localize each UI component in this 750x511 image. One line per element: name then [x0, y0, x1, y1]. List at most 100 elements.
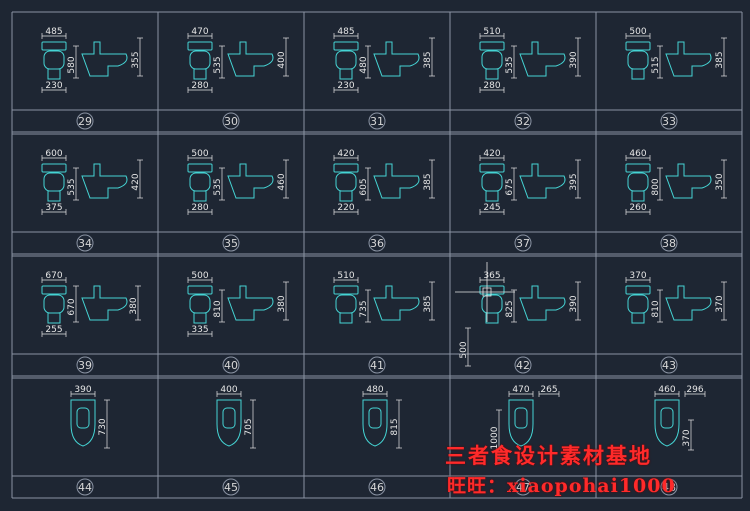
- urinal-basin: [368, 407, 382, 429]
- urinal-basin: [660, 407, 674, 429]
- drawing-number-label: 35: [224, 237, 238, 250]
- dimension-label: 370: [682, 429, 692, 446]
- drawing-number-circle: [368, 478, 386, 496]
- urinal-basin: [222, 407, 236, 429]
- dimension-label: 800: [651, 178, 661, 195]
- tank-front-view: [625, 285, 651, 295]
- toilet-side-view: [519, 163, 566, 199]
- drawing-number-circle: [222, 478, 240, 496]
- drawing-number-label: 47: [516, 481, 530, 494]
- dimension-label: 296: [686, 385, 703, 395]
- dimension-label: 510: [337, 271, 354, 281]
- pedestal-front-view: [485, 68, 499, 80]
- urinal-basin: [76, 407, 90, 429]
- dimension-label: 390: [569, 51, 579, 68]
- dimension-label: 260: [629, 203, 646, 213]
- dimension-label: 815: [390, 418, 400, 435]
- tank-front-view: [41, 163, 67, 173]
- drawing-number-circle: [76, 234, 94, 252]
- dimension-label: 470: [191, 27, 208, 37]
- dimension-label: 355: [131, 51, 141, 68]
- drawing-grid: [11, 11, 743, 499]
- toilet-side-view: [665, 285, 712, 321]
- dimension-label: 535: [505, 56, 515, 73]
- tank-front-view: [41, 285, 67, 295]
- urinal-front-view: [362, 399, 388, 447]
- dimension-label: 500: [191, 149, 208, 159]
- bowl-front-view: [481, 50, 503, 70]
- dimension-label: 390: [74, 385, 91, 395]
- toilet-side-view: [227, 163, 274, 199]
- drawing-number-label: 37: [516, 237, 530, 250]
- drawing-number-circle: [514, 234, 532, 252]
- dimension-label: 810: [213, 300, 223, 317]
- dimension-label: 460: [658, 385, 675, 395]
- dimension-label: 670: [45, 271, 62, 281]
- drawing-number-circle: [76, 478, 94, 496]
- drawing-number-label: 39: [78, 359, 92, 372]
- tank-front-view: [187, 41, 213, 51]
- pedestal-front-view: [485, 312, 499, 324]
- pedestal-front-view: [631, 312, 645, 324]
- bowl-front-view: [481, 294, 503, 314]
- dimension-label: 380: [277, 295, 287, 312]
- dimension-label: 385: [423, 51, 433, 68]
- dimension-label: 705: [244, 418, 254, 435]
- toilet-side-view: [81, 285, 128, 321]
- drawing-number-circle: [660, 112, 678, 130]
- pedestal-front-view: [631, 190, 645, 202]
- cad-crosshair-cursor: [455, 262, 515, 322]
- dimension-label: 500: [629, 27, 646, 37]
- drawing-number-circle: [368, 112, 386, 130]
- toilet-side-view: [373, 285, 420, 321]
- pedestal-front-view: [485, 190, 499, 202]
- extra-dimension: 500: [459, 327, 471, 367]
- pedestal-front-view: [339, 68, 353, 80]
- bowl-front-view: [335, 294, 357, 314]
- toilet-side-view: [373, 41, 420, 77]
- drawing-number-circle: [222, 234, 240, 252]
- tank-front-view: [333, 41, 359, 51]
- watermark-line-1: 三者食设计素材基地: [445, 443, 652, 468]
- tank-front-view: [479, 163, 505, 173]
- dimension-label: 600: [45, 149, 62, 159]
- dimension-label: 485: [337, 27, 354, 37]
- drawing-number-label: 40: [224, 359, 238, 372]
- drawing-number-label: 44: [78, 481, 92, 494]
- dimension-label: 400: [277, 51, 287, 68]
- toilet-side-view: [665, 163, 712, 199]
- drawing-number-label: 43: [662, 359, 676, 372]
- dimension-label: 245: [483, 203, 500, 213]
- dimension-label: 255: [45, 325, 62, 335]
- dimension-label: 670: [67, 298, 77, 315]
- dimension-label: 230: [337, 81, 354, 91]
- drawing-number-label: 33: [662, 115, 676, 128]
- drawing-number-circle: [222, 112, 240, 130]
- dimension-label: 365: [483, 271, 500, 281]
- toilet-side-view: [81, 41, 128, 77]
- dimension-label: 535: [213, 178, 223, 195]
- pedestal-front-view: [193, 68, 207, 80]
- dimension-label: 510: [483, 27, 500, 37]
- bowl-front-view: [335, 50, 357, 70]
- pedestal-front-view: [193, 312, 207, 324]
- pedestal-front-view: [339, 312, 353, 324]
- dimension-label: 580: [67, 56, 77, 73]
- dimension-label: 350: [715, 173, 725, 190]
- dimension-label: 735: [359, 300, 369, 317]
- drawing-number-label: 36: [370, 237, 384, 250]
- pedestal-front-view: [47, 190, 61, 202]
- dimension-label: 460: [277, 173, 287, 190]
- dimension-label: 385: [423, 295, 433, 312]
